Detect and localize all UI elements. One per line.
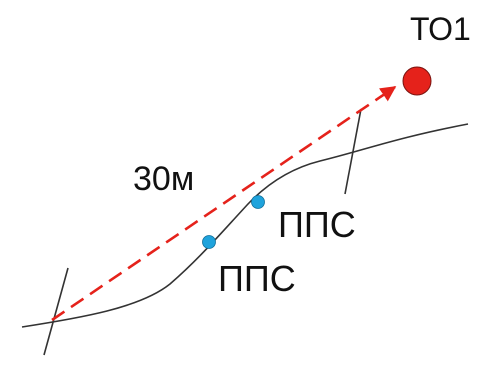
end-tick-line (344, 108, 362, 195)
start-tick-line (43, 267, 69, 356)
pps-marker-1 (251, 195, 265, 209)
distance-arrow (51, 85, 397, 322)
pps-label-1: ППС (278, 204, 356, 245)
pps-marker-2 (202, 235, 216, 249)
distance-label: 30м (133, 160, 195, 198)
road-curve (21, 123, 469, 328)
target-label: ТО1 (410, 11, 471, 47)
target-marker (402, 66, 432, 96)
pps-label-2: ППС (218, 258, 296, 299)
